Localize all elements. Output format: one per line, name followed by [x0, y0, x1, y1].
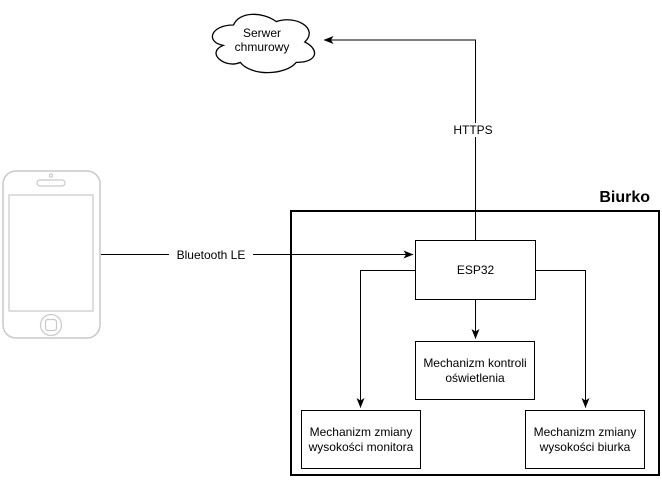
node-monitor-height-label: Mechanizm zmiany wysokości monitora	[308, 424, 414, 454]
phone-camera	[48, 173, 54, 178]
node-desk-height-label: Mechanizm zmiany wysokości biurka	[533, 424, 637, 454]
edge-esp32-to-desk	[536, 270, 590, 408]
node-monitor-height: Mechanizm zmiany wysokości monitora	[301, 410, 421, 469]
smartphone-icon	[2, 170, 101, 339]
cloud-server-label: Serwer chmurowy	[234, 26, 290, 54]
edge-https-to-cloud	[323, 36, 476, 240]
container-title-biurko: Biurko	[599, 189, 650, 206]
phone-home-square	[44, 318, 58, 332]
cloud-shape	[211, 13, 316, 74]
edge-esp32-to-monitor	[356, 270, 415, 408]
node-light-control: Mechanizm kontroli oświetlenia	[415, 341, 535, 400]
phone-screen	[8, 194, 94, 312]
edge-label-bluetooth: Bluetooth LE	[169, 248, 253, 262]
node-light-control-label: Mechanizm kontroli oświetlenia	[423, 355, 527, 385]
node-desk-height: Mechanizm zmiany wysokości biurka	[525, 410, 645, 469]
phone-speaker	[36, 179, 66, 187]
node-esp32-label: ESP32	[456, 262, 495, 277]
edge-label-https: HTTPS	[445, 123, 501, 137]
node-esp32: ESP32	[415, 240, 536, 300]
